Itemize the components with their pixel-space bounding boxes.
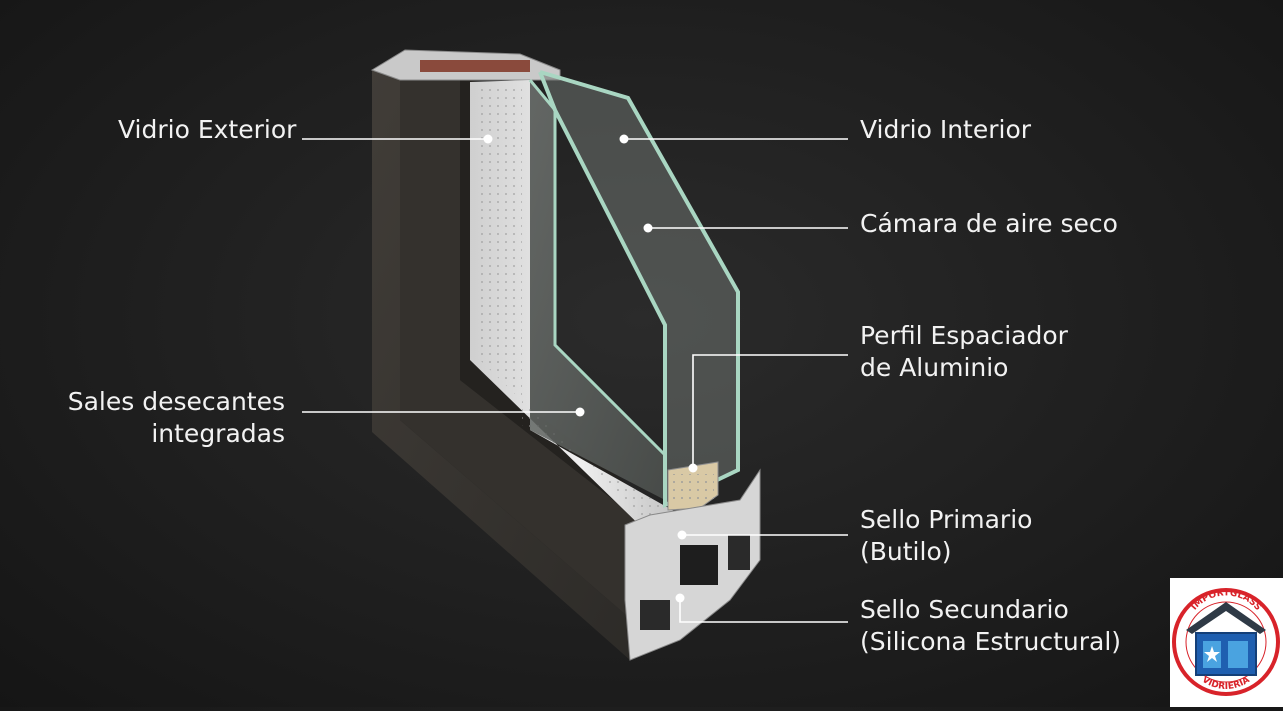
- label-sello-primario: Sello Primario (Butilo): [860, 505, 1033, 566]
- profile-chamber-3: [728, 535, 750, 570]
- glass-outer-pane: [540, 72, 738, 505]
- desiccant-band: [470, 80, 690, 545]
- profile-chamber-2: [640, 600, 670, 630]
- glass-inner-pane: [530, 80, 665, 500]
- frame-outer: [372, 66, 655, 660]
- label-perfil-espaciador: Perfil Espaciador de Aluminio: [860, 321, 1068, 382]
- label-vidrio-exterior: Vidrio Exterior: [118, 115, 297, 144]
- label-camara-aire: Cámara de aire seco: [860, 209, 1118, 238]
- top-butyl: [420, 60, 530, 72]
- logo-emblem: IMPORTGLASS VIDRIERIA: [1172, 588, 1280, 696]
- importglass-logo: IMPORTGLASS VIDRIERIA: [1170, 578, 1283, 707]
- leader-lines: [302, 138, 848, 623]
- label-sello-secundario: Sello Secundario (Silicona Estructural): [860, 595, 1122, 656]
- label-vidrio-interior: Vidrio Interior: [860, 115, 1032, 144]
- glass-inner-edge: [528, 79, 667, 457]
- leader-dots: [483, 134, 698, 603]
- label-sales-desecantes: Sales desecantes integradas: [67, 387, 285, 448]
- spacer-texture: [672, 474, 714, 504]
- profile-chamber-1: [680, 545, 718, 585]
